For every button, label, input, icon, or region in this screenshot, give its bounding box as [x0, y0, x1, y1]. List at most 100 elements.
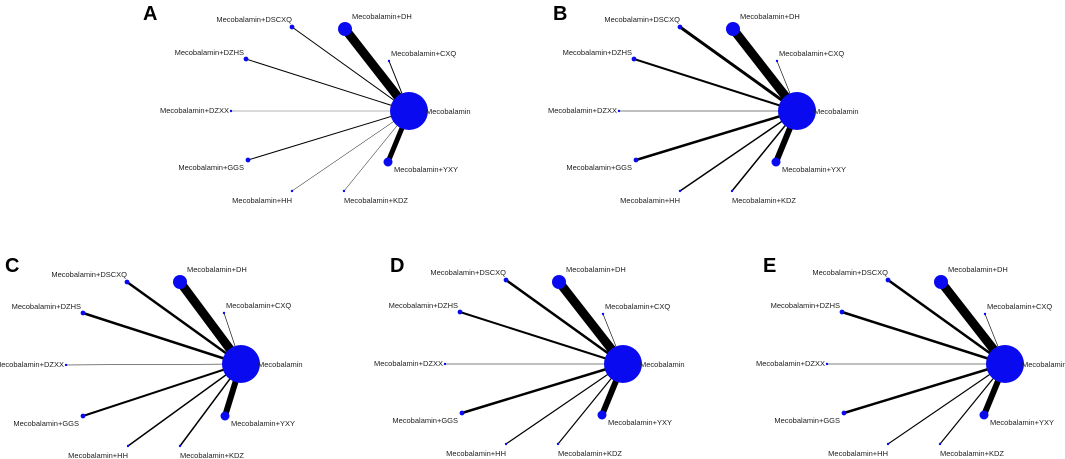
node-label-cxq: Mecobalamin+CXQ — [226, 301, 291, 310]
edge-dzhs — [459, 311, 624, 365]
node-yxy — [771, 157, 781, 167]
node-label-dscxq: Mecobalamin+DSCXQ — [216, 15, 292, 24]
node-cxq — [775, 59, 779, 63]
edge-ggs — [842, 362, 1007, 415]
node-hh — [504, 442, 508, 446]
node-kdz — [556, 442, 560, 446]
node-yxy — [979, 410, 989, 420]
node-hub — [390, 92, 428, 130]
node-label-hub: Mecobalamin — [258, 360, 303, 369]
node-dzhs — [631, 56, 637, 62]
node-label-hh: Mecobalamin+HH — [232, 196, 292, 205]
node-label-dzhs: Mecobalamin+DZHS — [12, 302, 81, 311]
node-label-dzhs: Mecobalamin+DZHS — [389, 301, 458, 310]
edge-dzhs — [81, 311, 243, 366]
node-label-cxq: Mecobalamin+CXQ — [391, 49, 456, 58]
node-label-dzhs: Mecobalamin+DZHS — [771, 301, 840, 310]
node-label-dzxx: Mecobalamin+DZXX — [160, 106, 229, 115]
node-kdz — [178, 444, 182, 448]
node-label-ggs: Mecobalamin+GGS — [392, 416, 458, 425]
node-label-dscxq: Mecobalamin+DSCXQ — [430, 268, 506, 277]
node-label-ggs: Mecobalamin+GGS — [178, 163, 244, 172]
node-dzhs — [80, 310, 86, 316]
panel-letter: C — [5, 255, 19, 277]
node-label-dh: Mecobalamin+DH — [187, 265, 247, 274]
node-cxq — [983, 312, 987, 316]
node-dscxq — [885, 277, 891, 283]
node-dzxx — [825, 362, 829, 366]
node-label-yxy: Mecobalamin+YXY — [394, 165, 458, 174]
node-label-hh: Mecobalamin+HH — [620, 196, 680, 205]
node-label-dzxx: Mecobalamin+DZXX — [756, 359, 825, 368]
edge-ggs — [247, 110, 410, 161]
edge-hh — [127, 363, 242, 447]
node-label-hub: Mecobalamin — [640, 360, 685, 369]
edge-dzhs — [245, 58, 410, 112]
edge-dzhs — [633, 58, 798, 112]
node-dzxx — [443, 362, 447, 366]
edge-dzhs — [840, 310, 1007, 366]
edge-dscxq — [678, 25, 799, 113]
node-label-yxy: Mecobalamin+YXY — [231, 419, 295, 428]
node-label-hh: Mecobalamin+HH — [68, 451, 128, 459]
node-label-ggs: Mecobalamin+GGS — [774, 416, 840, 425]
node-label-dh: Mecobalamin+DH — [948, 265, 1008, 274]
node-label-hh: Mecobalamin+HH — [446, 449, 506, 458]
node-dzxx — [64, 363, 68, 367]
node-label-kdz: Mecobalamin+KDZ — [344, 196, 408, 205]
node-yxy — [597, 410, 607, 420]
node-label-hub: Mecobalamin — [814, 107, 859, 116]
node-label-dzxx: Mecobalamin+DZXX — [374, 359, 443, 368]
node-ggs — [80, 413, 86, 419]
edge-ggs — [460, 362, 625, 415]
edge-hh — [679, 110, 798, 192]
edge-hh — [291, 110, 410, 192]
node-hub — [986, 345, 1024, 383]
network-panel-e: EMecobalaminMecobalamin+DHMecobalamin+DS… — [756, 255, 1065, 458]
node-hh — [126, 444, 130, 448]
node-dzxx — [229, 109, 233, 113]
edge-ggs — [82, 363, 242, 417]
node-label-kdz: Mecobalamin+KDZ — [180, 451, 244, 459]
node-label-cxq: Mecobalamin+CXQ — [779, 49, 844, 58]
node-label-hub: Mecobalamin — [1022, 360, 1065, 369]
panel-letter: A — [143, 3, 157, 25]
node-label-dzhs: Mecobalamin+DZHS — [175, 48, 244, 57]
node-label-dscxq: Mecobalamin+DSCXQ — [51, 270, 127, 279]
node-dzxx — [617, 109, 621, 113]
node-ggs — [245, 157, 251, 163]
edge-ggs — [634, 109, 799, 162]
panel-letter: D — [390, 255, 404, 277]
panel-letter: E — [763, 255, 776, 277]
node-label-yxy: Mecobalamin+YXY — [608, 418, 672, 427]
node-label-cxq: Mecobalamin+CXQ — [987, 302, 1052, 311]
node-ggs — [459, 410, 465, 416]
node-dscxq — [677, 24, 683, 30]
edge-dscxq — [504, 278, 625, 366]
network-panel-b: BMecobalaminMecobalamin+DHMecobalamin+DS… — [548, 3, 859, 205]
node-label-hh: Mecobalamin+HH — [828, 449, 888, 458]
node-label-ggs: Mecobalamin+GGS — [13, 419, 79, 428]
node-label-dscxq: Mecobalamin+DSCXQ — [604, 15, 680, 24]
node-dscxq — [289, 24, 295, 30]
edge-dzxx — [65, 363, 242, 366]
node-hub — [604, 345, 642, 383]
node-label-dh: Mecobalamin+DH — [566, 265, 626, 274]
node-label-dzhs: Mecobalamin+DZHS — [563, 48, 632, 57]
node-kdz — [730, 189, 734, 193]
edge-dscxq — [886, 278, 1007, 366]
node-dzhs — [457, 309, 463, 315]
node-dh — [173, 275, 187, 289]
edge-hh — [887, 363, 1006, 445]
node-dh — [726, 22, 740, 36]
node-hub — [222, 345, 260, 383]
node-dzhs — [839, 309, 845, 315]
node-cxq — [601, 312, 605, 316]
node-dscxq — [503, 277, 509, 283]
node-label-dzxx: Mecobalamin+DZXX — [548, 106, 617, 115]
node-dh — [552, 275, 566, 289]
edge-dscxq — [291, 26, 410, 112]
node-dscxq — [124, 279, 130, 285]
node-hh — [678, 189, 682, 193]
